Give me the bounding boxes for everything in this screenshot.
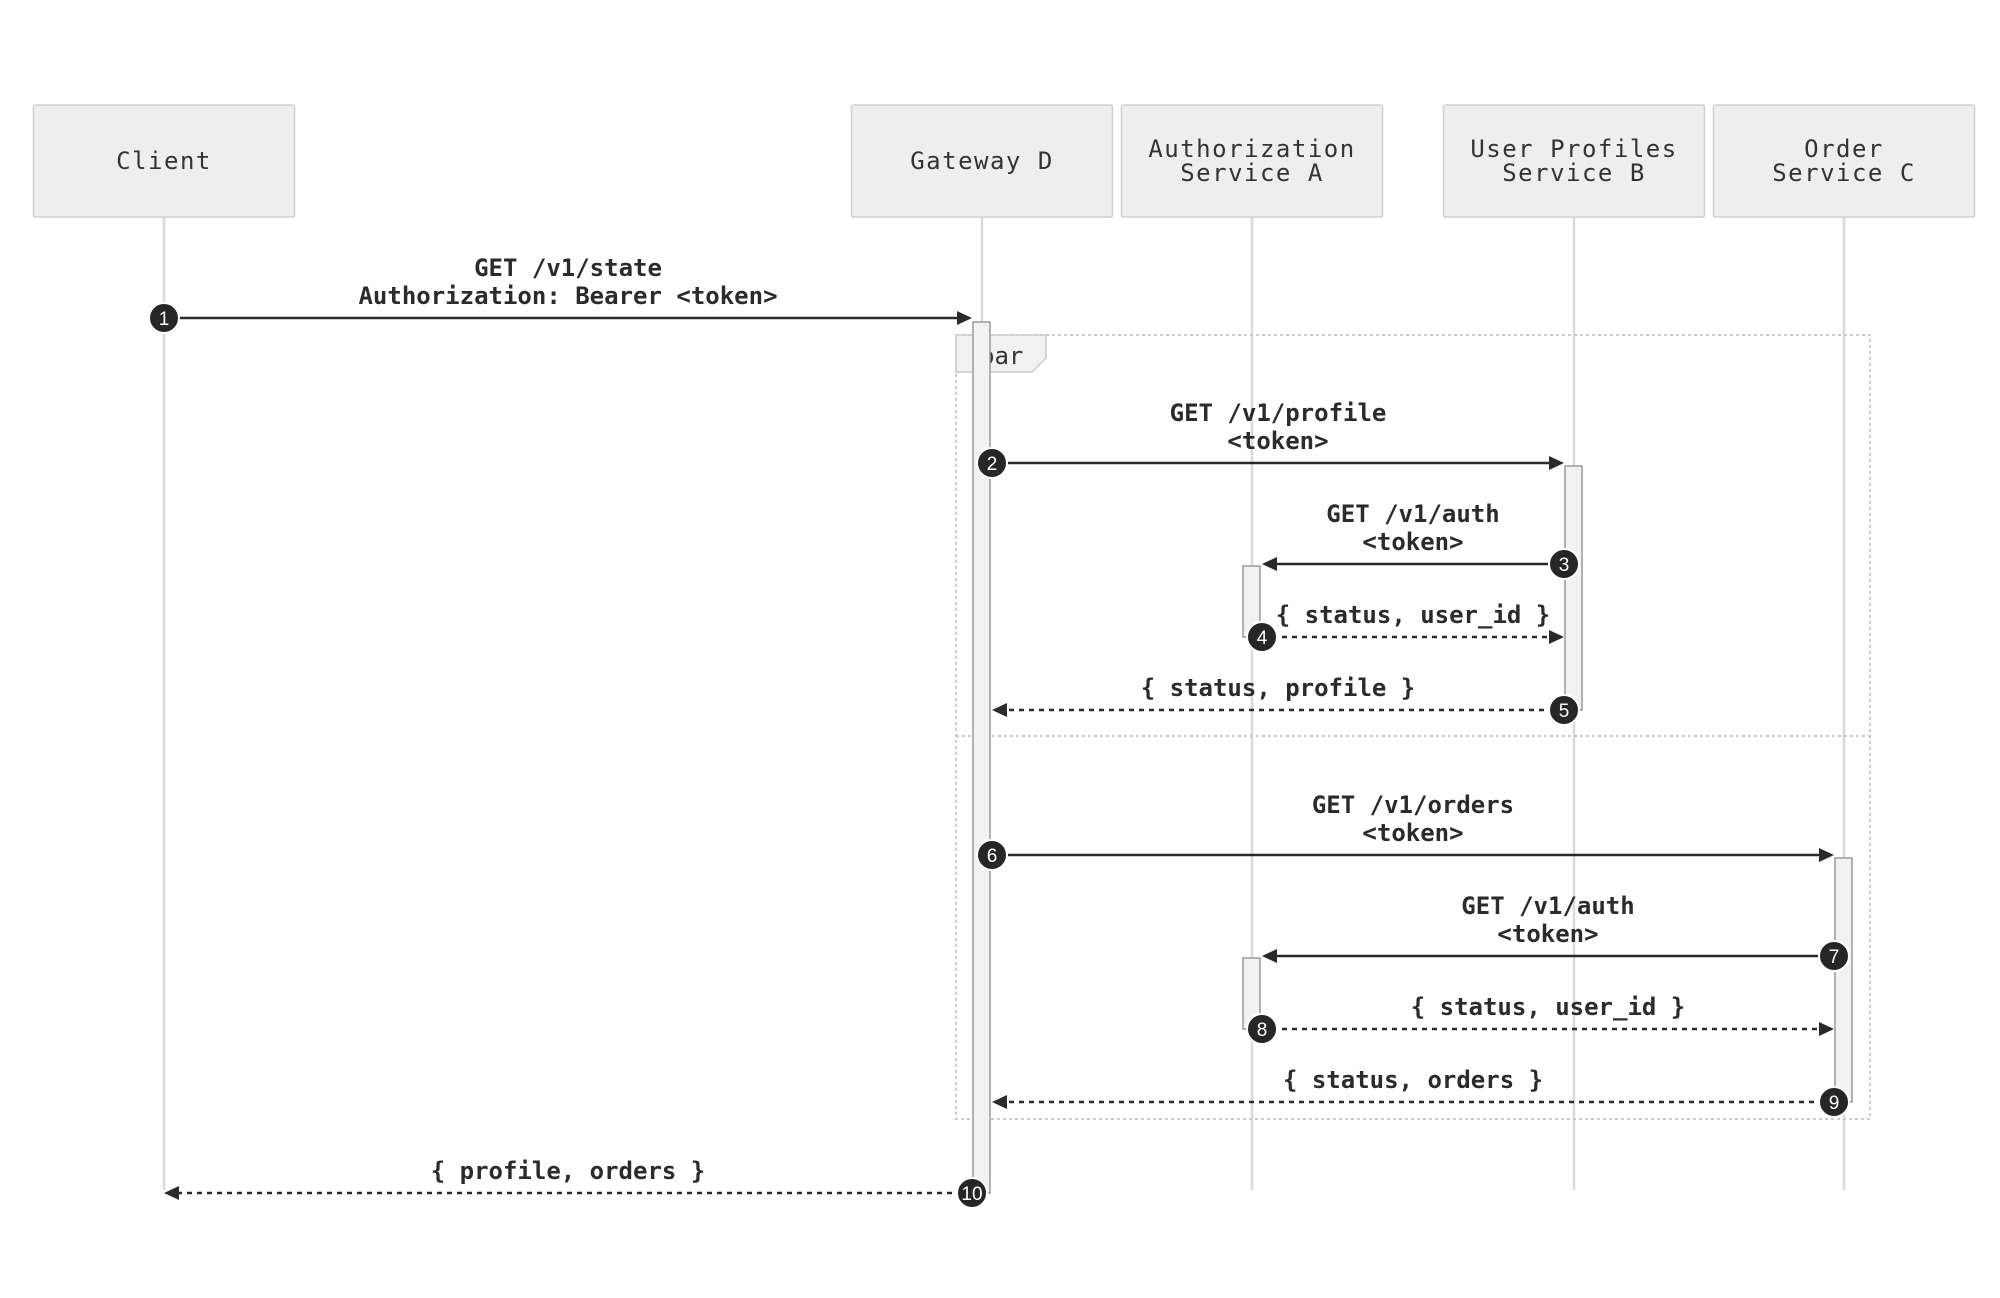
participant-label: Authorization — [1148, 135, 1355, 163]
activation-bar-profiles — [1564, 465, 1583, 711]
arrowhead-icon — [992, 1095, 1007, 1109]
message-label: Authorization: Bearer <token> — [358, 282, 777, 310]
step-number: 1 — [159, 309, 170, 330]
participant-box — [1442, 104, 1706, 218]
participant-label: Order — [1804, 135, 1884, 163]
step-badge-circle — [1246, 1013, 1278, 1045]
message-5: { status, profile } 5 — [992, 674, 1580, 726]
message-label: <token> — [1362, 528, 1463, 556]
arrowhead-icon — [1549, 456, 1564, 470]
arrowhead-icon — [957, 311, 972, 325]
arrowhead-icon — [1549, 630, 1564, 644]
step-number: 3 — [1559, 555, 1570, 576]
participant-label: Client — [116, 147, 212, 175]
participant-label: Service C — [1772, 159, 1916, 187]
step-badge-2: 2 — [976, 447, 1008, 479]
step-badge-circle — [1818, 940, 1850, 972]
message-label: GET /v1/state — [474, 254, 662, 282]
arrowhead-icon — [992, 703, 1007, 717]
step-number: 6 — [987, 846, 998, 867]
message-label: { status, user_id } — [1276, 601, 1551, 629]
message-10: { profile, orders } 10 — [164, 1157, 988, 1209]
activation-bars — [972, 321, 1853, 1194]
step-badge-6: 6 — [976, 839, 1008, 871]
step-badge-9: 9 — [1818, 1086, 1850, 1118]
participant-label: User Profiles — [1470, 135, 1677, 163]
participant-gateway: Gateway D — [850, 104, 1114, 218]
step-number: 2 — [987, 454, 998, 475]
message-label: { profile, orders } — [431, 1157, 706, 1185]
message-label: GET /v1/profile — [1170, 399, 1387, 427]
step-badge-7: 7 — [1818, 940, 1850, 972]
arrowhead-icon — [1262, 557, 1277, 571]
arrowhead-icon — [164, 1186, 179, 1200]
step-badge-circle — [1246, 621, 1278, 653]
participant-label: Gateway D — [910, 147, 1054, 175]
step-badge-1: 1 — [148, 302, 180, 334]
participant-label: Service A — [1180, 159, 1324, 187]
arrowhead-icon — [1819, 1022, 1834, 1036]
message-7: GET /v1/auth<token> 7 — [1262, 892, 1850, 972]
arrowhead-icon — [1819, 848, 1834, 862]
message-9: { status, orders } 9 — [992, 1066, 1850, 1118]
step-number: 7 — [1829, 947, 1840, 968]
message-2: GET /v1/profile<token> 2 — [976, 399, 1564, 479]
arrowhead-icon — [1262, 949, 1277, 963]
step-badge-circle — [976, 447, 1008, 479]
message-label: { status, orders } — [1283, 1066, 1543, 1094]
participant-box — [32, 104, 296, 218]
participant-label: Service B — [1502, 159, 1646, 187]
step-badge-10: 10 — [956, 1177, 988, 1209]
step-badge-circle — [956, 1177, 988, 1209]
activation-bar-orders — [1834, 857, 1853, 1103]
step-badge-3: 3 — [1548, 548, 1580, 580]
message-label: { status, profile } — [1141, 674, 1416, 702]
message-label: <token> — [1362, 819, 1463, 847]
step-badge-4: 4 — [1246, 621, 1278, 653]
step-number: 10 — [961, 1184, 982, 1205]
step-badge-circle — [1818, 1086, 1850, 1118]
message-8: { status, user_id } 8 — [1246, 993, 1834, 1045]
step-number: 8 — [1257, 1020, 1268, 1041]
message-label: { status, user_id } — [1411, 993, 1686, 1021]
participant-box — [1712, 104, 1976, 218]
message-label: GET /v1/orders — [1312, 791, 1514, 819]
step-number: 4 — [1257, 628, 1268, 649]
step-badge-circle — [148, 302, 180, 334]
step-badge-circle — [1548, 694, 1580, 726]
message-3: GET /v1/auth<token> 3 — [1262, 500, 1580, 580]
participant-box — [850, 104, 1114, 218]
step-number: 5 — [1559, 701, 1570, 722]
message-label: GET /v1/auth — [1326, 500, 1499, 528]
message-6: GET /v1/orders<token> 6 — [976, 791, 1834, 871]
message-label: <token> — [1497, 920, 1598, 948]
message-label: GET /v1/auth — [1461, 892, 1634, 920]
step-number: 9 — [1829, 1093, 1840, 1114]
par-frame-border — [955, 334, 1871, 1120]
participant-client: Client — [32, 104, 296, 218]
participant-box — [1120, 104, 1384, 218]
step-badge-circle — [976, 839, 1008, 871]
step-badge-circle — [1548, 548, 1580, 580]
message-4: { status, user_id } 4 — [1246, 601, 1564, 653]
step-badge-5: 5 — [1548, 694, 1580, 726]
message-label: <token> — [1227, 427, 1328, 455]
step-badge-8: 8 — [1246, 1013, 1278, 1045]
